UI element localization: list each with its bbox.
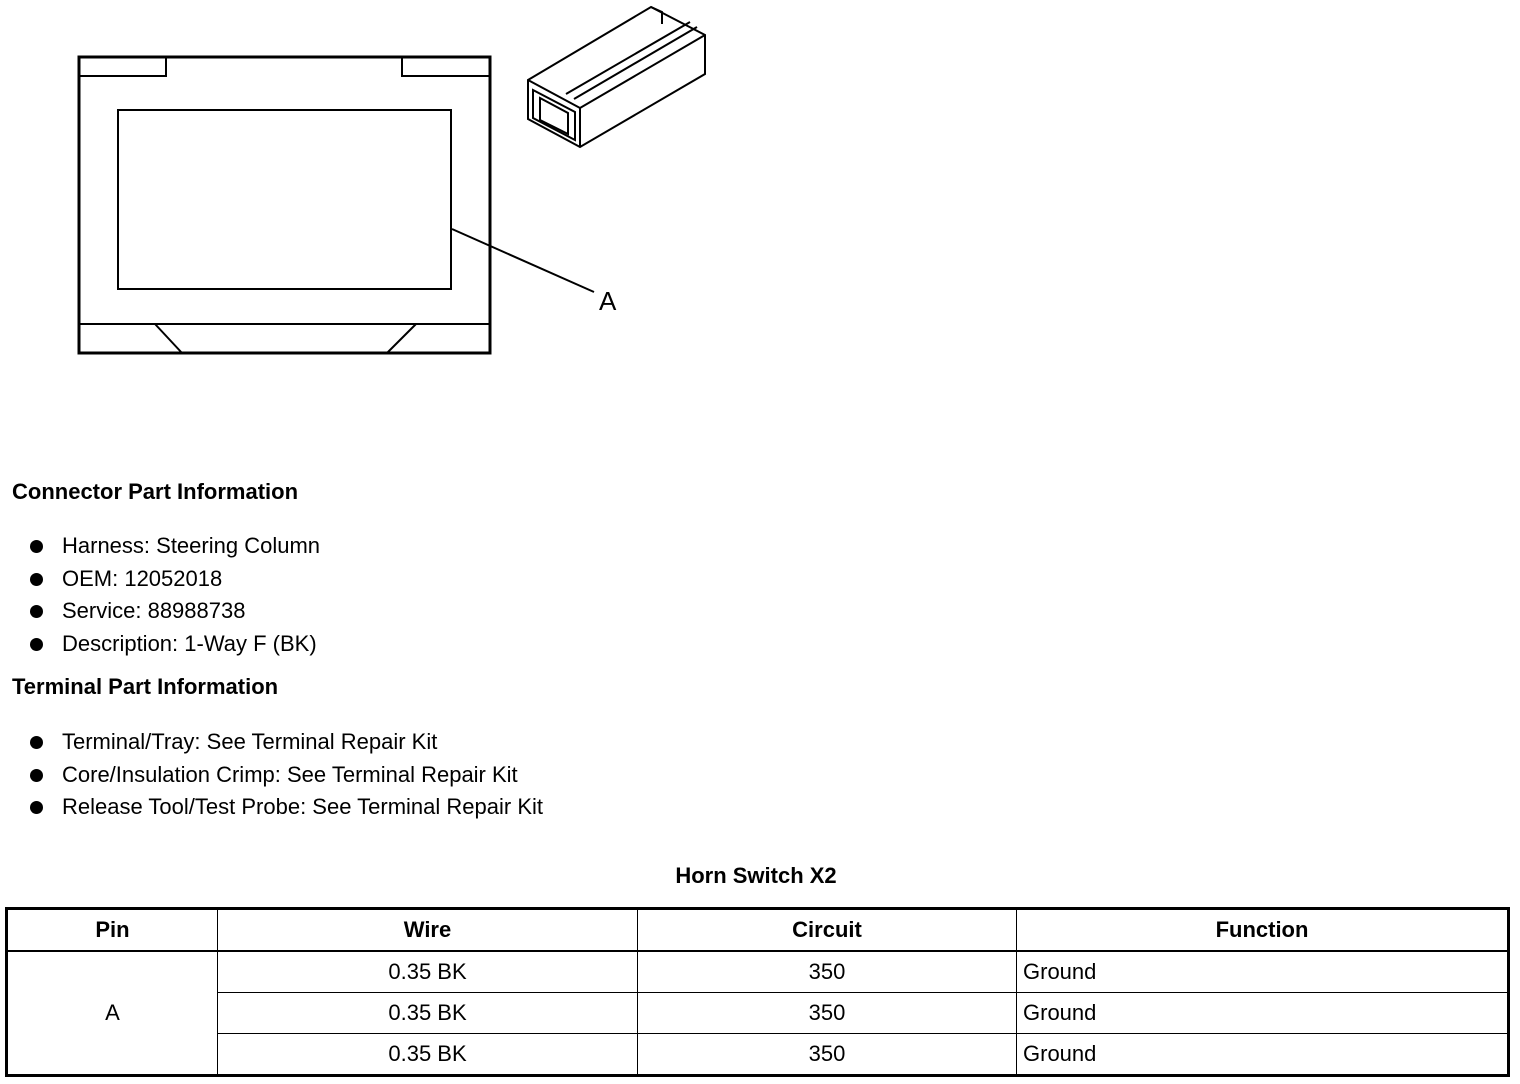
column-header-pin: Pin bbox=[6, 908, 218, 952]
list-item: Description: 1-Way F (BK) bbox=[0, 628, 320, 661]
column-header-wire: Wire bbox=[217, 908, 638, 952]
list-item: Core/Insulation Crimp: See Terminal Repa… bbox=[0, 759, 543, 792]
column-header-function: Function bbox=[1016, 908, 1509, 952]
function-cell: Ground bbox=[1016, 1033, 1509, 1076]
connector-info-heading: Connector Part Information bbox=[12, 479, 299, 504]
wire-cell: 0.35 BK bbox=[217, 950, 638, 993]
pin-cell: A bbox=[6, 950, 218, 1076]
connector-lock-tab bbox=[154, 323, 417, 354]
bullet-icon bbox=[30, 768, 43, 782]
connector-face-outline bbox=[77, 55, 492, 355]
circuit-cell: 350 bbox=[637, 950, 1017, 993]
list-item: OEM: 12052018 bbox=[0, 563, 320, 596]
list-item: Release Tool/Test Probe: See Terminal Re… bbox=[0, 791, 543, 824]
table-row: 0.35 BK 350 Ground bbox=[7, 1033, 1509, 1076]
connector-top-ledge bbox=[79, 57, 490, 77]
list-item: Terminal/Tray: See Terminal Repair Kit bbox=[0, 726, 543, 759]
table-title: Horn Switch X2 bbox=[675, 863, 837, 888]
terminal-info-heading: Terminal Part Information bbox=[12, 674, 279, 699]
connector-info-list: Harness: Steering Column OEM: 12052018 S… bbox=[0, 530, 320, 661]
column-header-circuit: Circuit bbox=[637, 908, 1017, 952]
wire-cell: 0.35 BK bbox=[217, 1033, 638, 1076]
bullet-icon bbox=[30, 540, 43, 553]
function-cell: Ground bbox=[1016, 950, 1509, 993]
table-row: A 0.35 BK 350 Ground bbox=[6, 950, 1509, 1076]
circuit-cell: 350 bbox=[637, 992, 1017, 1034]
function-cell: Ground bbox=[1016, 992, 1509, 1034]
bullet-icon bbox=[30, 736, 43, 749]
callout-leader bbox=[451, 228, 595, 293]
list-item: Harness: Steering Column bbox=[0, 530, 320, 563]
pinout-table: Pin Wire Circuit Function A 0.35 BK 350 … bbox=[5, 907, 1510, 1077]
connector-isometric-view bbox=[527, 5, 706, 149]
wire-cell: 0.35 BK bbox=[217, 992, 638, 1034]
connector-diagram: A bbox=[77, 5, 706, 355]
bullet-icon bbox=[30, 801, 43, 815]
table-header-row: Pin Wire Circuit Function bbox=[6, 908, 1509, 952]
bullet-icon bbox=[30, 572, 43, 586]
bullet-icon bbox=[30, 605, 43, 619]
callout-label-a: A bbox=[599, 286, 617, 316]
terminal-info-list: Terminal/Tray: See Terminal Repair Kit C… bbox=[0, 726, 543, 824]
terminal-cavity-a bbox=[117, 109, 452, 290]
bullet-icon bbox=[30, 638, 43, 652]
list-item: Service: 88988738 bbox=[0, 595, 320, 628]
table-row: 0.35 BK 350 Ground bbox=[7, 992, 1509, 1034]
circuit-cell: 350 bbox=[637, 1033, 1017, 1076]
